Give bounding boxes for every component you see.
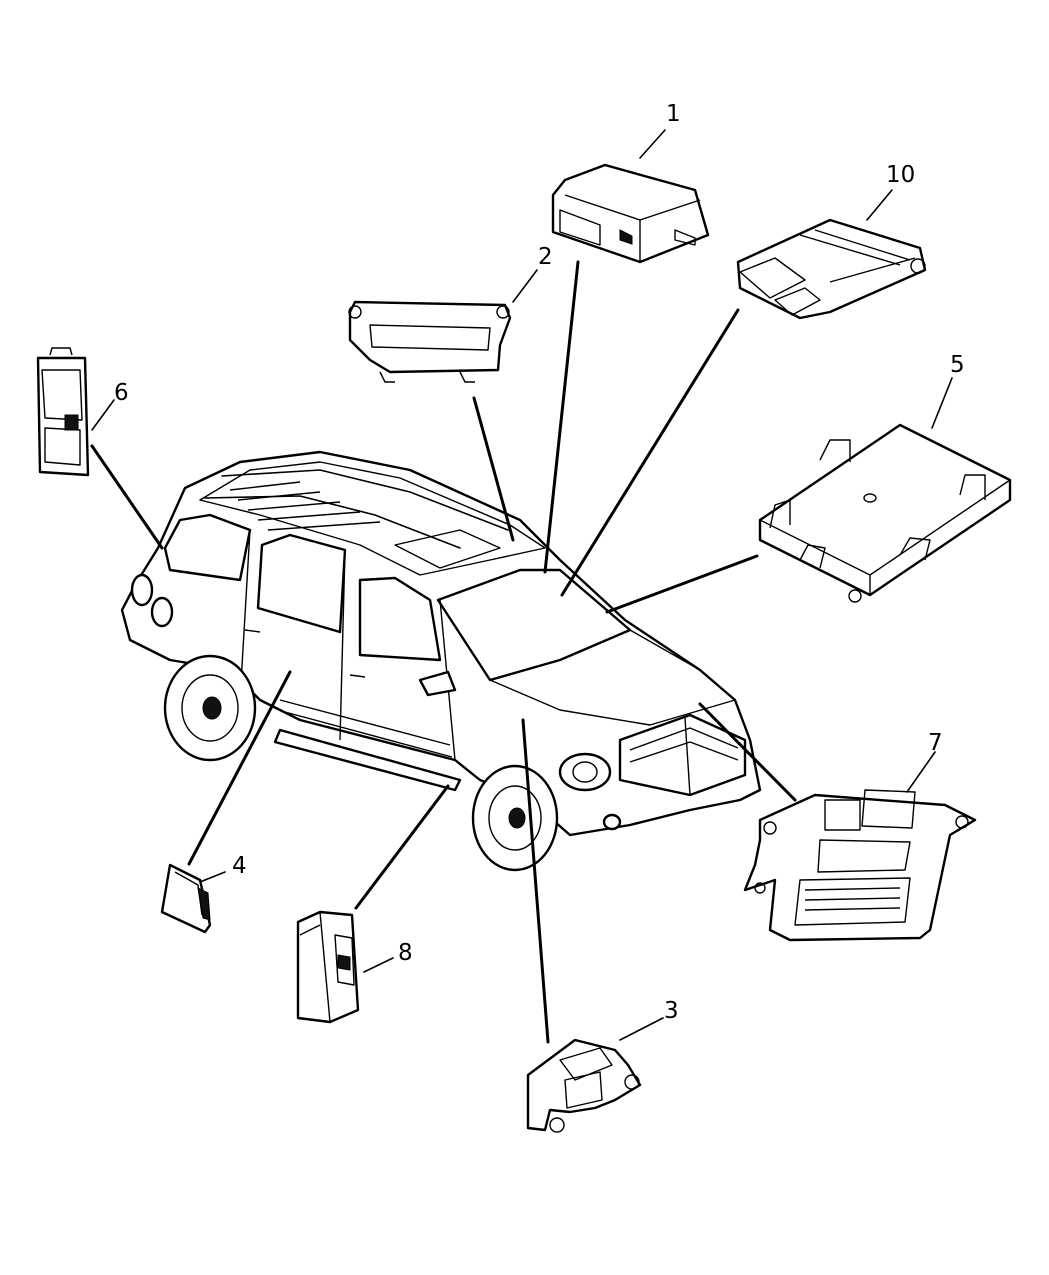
part-8-module	[296, 910, 360, 1024]
callout-10: 10	[886, 162, 915, 188]
callout-5: 5	[950, 352, 965, 378]
callout-ticks	[91, 129, 953, 1041]
callout-4: 4	[232, 853, 247, 879]
part-5-module	[758, 423, 1012, 603]
part-7-module	[743, 789, 977, 942]
callout-6: 6	[114, 380, 129, 406]
part-1-module	[551, 163, 710, 264]
part-4-module	[160, 863, 212, 934]
callout-1: 1	[666, 101, 681, 127]
vehicle-illustration	[120, 450, 762, 872]
callout-3: 3	[664, 998, 679, 1024]
callout-7: 7	[928, 730, 943, 756]
part-6-module	[36, 347, 90, 477]
part-2-module	[348, 300, 512, 383]
callout-8: 8	[398, 940, 413, 966]
part-3-module	[526, 1038, 642, 1133]
callout-2: 2	[538, 244, 553, 270]
leader-lines	[90, 260, 797, 1044]
part-10-module	[736, 218, 927, 320]
